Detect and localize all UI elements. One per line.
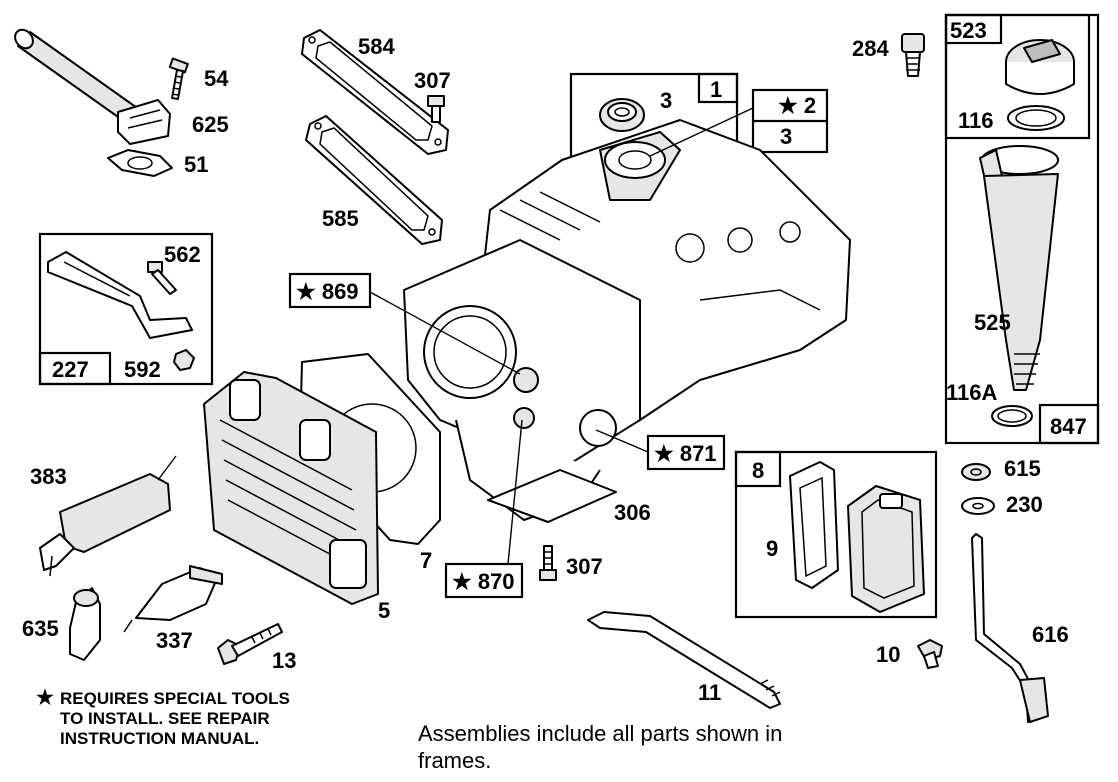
callout-525: 525 (974, 310, 1011, 335)
spark-boot-635-icon (69, 587, 101, 661)
breather-gasket-9-icon (789, 461, 839, 589)
bolt-562-icon (147, 261, 177, 295)
callout-615: 615 (1004, 456, 1041, 481)
callout-585: 585 (322, 206, 359, 231)
callout-584: 584 (358, 34, 395, 59)
callout-7: 7 (420, 548, 432, 573)
dipstick-tube-525-icon (979, 145, 1059, 391)
callout-635: 635 (22, 616, 59, 641)
callout-2: ★ 2 (778, 93, 816, 118)
callout-51: 51 (184, 152, 208, 177)
special-tools-note-line3: INSTRUCTION MANUAL. (60, 729, 259, 748)
callout-592: 592 (124, 357, 161, 382)
assemblies-note-line2: frames. (418, 748, 491, 773)
callout-284: 284 (852, 36, 889, 61)
screw-10-icon (917, 639, 943, 669)
callout-871: ★ 871 (654, 441, 717, 466)
frame-847-label (1038, 403, 1100, 445)
frame-523-label (944, 13, 1003, 45)
callout-9: 9 (766, 536, 778, 561)
frame-227-label (38, 351, 112, 386)
frame-cap (944, 13, 1091, 140)
callout-307-top: 307 (414, 68, 451, 93)
bolt-307-top-icon (427, 95, 445, 123)
gasket-306-icon (487, 469, 617, 523)
leader-lines (369, 107, 754, 565)
frame-870 (444, 562, 524, 599)
cylinder-head-5-icon (203, 371, 379, 605)
callout-3-frame: 3 (780, 124, 792, 149)
callout-562: 562 (164, 242, 201, 267)
rod-11-icon (587, 611, 781, 709)
callout-306: 306 (614, 500, 651, 525)
frame-871 (646, 434, 726, 471)
callout-337: 337 (156, 628, 193, 653)
callout-307-bottom: 307 (566, 554, 603, 579)
callout-1: 1 (710, 77, 722, 102)
callout-383: 383 (30, 464, 67, 489)
callout-3-seal: 3 (660, 88, 672, 113)
callout-230: 230 (1006, 492, 1043, 517)
governor-shaft-625-icon (14, 28, 171, 145)
frame-8-label (734, 450, 782, 488)
spark-plug-337-icon (123, 565, 223, 633)
link-616-icon (971, 533, 1049, 723)
tube-383-icon (39, 455, 177, 577)
seal-3-icon (599, 98, 645, 132)
callout-616: 616 (1032, 622, 1069, 647)
gasket-51-icon (107, 149, 173, 177)
gasket-585-icon (305, 115, 443, 245)
frame-governor (38, 232, 214, 386)
assemblies-note-line1: Assemblies include all parts shown in (418, 721, 782, 746)
breather-cover-8-icon (847, 485, 925, 613)
callout-10: 10 (876, 642, 900, 667)
callout-227: 227 (52, 357, 89, 382)
callout-523: 523 (950, 18, 987, 43)
callout-116: 116 (958, 108, 994, 133)
special-tools-note-line1: REQUIRES SPECIAL TOOLS (60, 689, 290, 708)
special-tools-note-line2: TO INSTALL. SEE REPAIR (60, 709, 270, 728)
bolt-307-bottom-icon (539, 545, 557, 581)
callout-870: ★ 870 (452, 569, 515, 594)
nut-592-icon (173, 349, 195, 371)
retainer-615-icon (961, 463, 991, 481)
callout-116a: 116A (946, 380, 997, 405)
callout-869: ★ 869 (296, 279, 359, 304)
callout-625: 625 (192, 112, 229, 137)
callout-5: 5 (378, 598, 390, 623)
callout-847: 847 (1050, 414, 1087, 439)
oring-116-icon (1007, 105, 1065, 131)
callout-11: 11 (698, 680, 721, 705)
oring-116a-icon (991, 405, 1033, 427)
gasket-584-icon (301, 29, 449, 155)
callout-8: 8 (752, 458, 764, 483)
callout-13: 13 (272, 648, 296, 673)
callout-54: 54 (204, 66, 229, 91)
bolt-284-icon (901, 33, 925, 77)
bolt-13-icon (217, 623, 283, 665)
frame-breather (734, 450, 938, 619)
bolt-54-icon (168, 57, 189, 100)
cap-523-icon (1005, 39, 1075, 95)
frame-869 (288, 272, 372, 309)
crankcase-icon (403, 119, 851, 521)
star-symbol: ★ (36, 687, 54, 709)
frame-1-label (697, 72, 739, 104)
governor-lever-227-icon (47, 251, 193, 339)
washer-230-icon (961, 497, 995, 515)
